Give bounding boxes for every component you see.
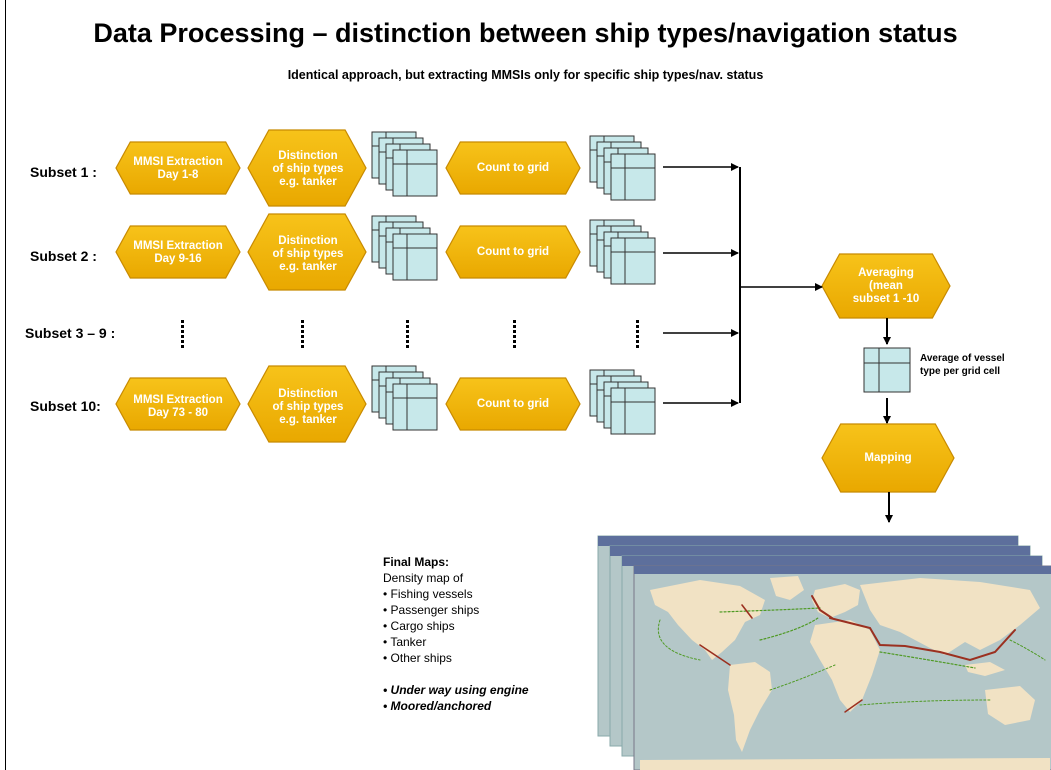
- mmsi-extraction-hexagon-1: [115, 141, 241, 195]
- page-subtitle: Identical approach, but extracting MMSIs…: [287, 68, 764, 82]
- row-connectors: [663, 163, 893, 523]
- final-maps-intro: Density map of: [383, 571, 464, 585]
- continuation-dot: [636, 335, 639, 338]
- counted-grid-stack-10: [589, 369, 656, 435]
- mmsi-extraction-hexagon-2: [115, 225, 241, 279]
- world-density-map: [633, 565, 1051, 770]
- continuation-dot: [636, 320, 639, 323]
- ship-type-item: Cargo ships: [383, 618, 529, 634]
- continuation-dot: [301, 340, 304, 343]
- continuation-dot: [513, 320, 516, 323]
- extracted-grid-stack-1: [371, 131, 438, 197]
- distinction-hexagon-1: [247, 129, 367, 207]
- land-south-america: [728, 662, 772, 752]
- average-grid: [863, 347, 911, 393]
- continuation-dot: [301, 335, 304, 338]
- continuation-dot: [636, 345, 639, 348]
- ship-type-item: Other ships: [383, 650, 529, 666]
- continuation-dot: [406, 325, 409, 328]
- continuation-dot: [181, 320, 184, 323]
- continuation-dot: [406, 340, 409, 343]
- ship-type-item: Passenger ships: [383, 602, 529, 618]
- land-asia: [860, 578, 1040, 655]
- shipping-routes: [658, 595, 1046, 713]
- nav-status-list: Under way using engine Moored/anchored: [383, 682, 529, 714]
- subset-3-9-label: Subset 3 – 9 :: [25, 325, 116, 341]
- count-to-grid-hexagon-2: [445, 225, 581, 279]
- extracted-grid-stack-2: [371, 215, 438, 281]
- mmsi-extraction-hexagon-10: [115, 377, 241, 431]
- land-indonesia: [965, 662, 1005, 676]
- continuation-dot: [406, 330, 409, 333]
- land-australia: [985, 686, 1035, 725]
- distinction-hexagon-2: [247, 213, 367, 291]
- land-africa: [810, 620, 880, 712]
- ship-type-list: Fishing vessels Passenger ships Cargo sh…: [383, 586, 529, 666]
- subset-2-label: Subset 2 :: [30, 248, 97, 264]
- continuation-dot: [513, 345, 516, 348]
- subset-1-label: Subset 1 :: [30, 164, 97, 180]
- count-to-grid-hexagon-10: [445, 377, 581, 431]
- slide-left-border: [5, 0, 6, 770]
- continuation-dot: [513, 330, 516, 333]
- land-north-america: [650, 580, 765, 660]
- continuation-dot: [181, 345, 184, 348]
- continuation-dot: [181, 330, 184, 333]
- continuation-dot: [513, 340, 516, 343]
- final-maps-title: Final Maps:: [383, 555, 450, 569]
- continuation-dot: [301, 320, 304, 323]
- land-greenland: [770, 576, 804, 600]
- continuation-dot: [301, 345, 304, 348]
- land-antarctica: [640, 758, 1050, 770]
- ship-type-item: Tanker: [383, 634, 529, 650]
- continuation-dot: [513, 325, 516, 328]
- nav-status-item: Moored/anchored: [383, 698, 529, 714]
- continuation-dot: [406, 320, 409, 323]
- continuation-dot: [636, 340, 639, 343]
- counted-grid-stack-2: [589, 219, 656, 285]
- continuation-dot: [301, 325, 304, 328]
- mapping-hexagon: [821, 423, 955, 493]
- continuation-dot: [636, 325, 639, 328]
- subset-10-label: Subset 10:: [30, 398, 101, 414]
- continuation-dots: [181, 320, 639, 348]
- continuation-dot: [406, 335, 409, 338]
- continuation-dot: [181, 325, 184, 328]
- continuation-dot: [181, 340, 184, 343]
- process-hexagons: [115, 129, 955, 493]
- ship-type-item: Fishing vessels: [383, 586, 529, 602]
- averaging-hexagon: [821, 253, 951, 319]
- continuation-dot: [513, 335, 516, 338]
- distinction-hexagon-10: [247, 365, 367, 443]
- final-maps-legend: Final Maps: Density map of Fishing vesse…: [383, 554, 529, 714]
- page-title: Data Processing – distinction between sh…: [93, 18, 958, 48]
- continuation-dot: [301, 330, 304, 333]
- continuation-dot: [181, 335, 184, 338]
- nav-status-item: Under way using engine: [383, 682, 529, 698]
- counted-grid-stack-1: [589, 135, 656, 201]
- land-europe: [812, 584, 860, 618]
- grid-stacks: [371, 131, 656, 435]
- continuation-dot: [406, 345, 409, 348]
- continuation-dot: [636, 330, 639, 333]
- count-to-grid-hexagon-1: [445, 141, 581, 195]
- extracted-grid-stack-10: [371, 365, 438, 431]
